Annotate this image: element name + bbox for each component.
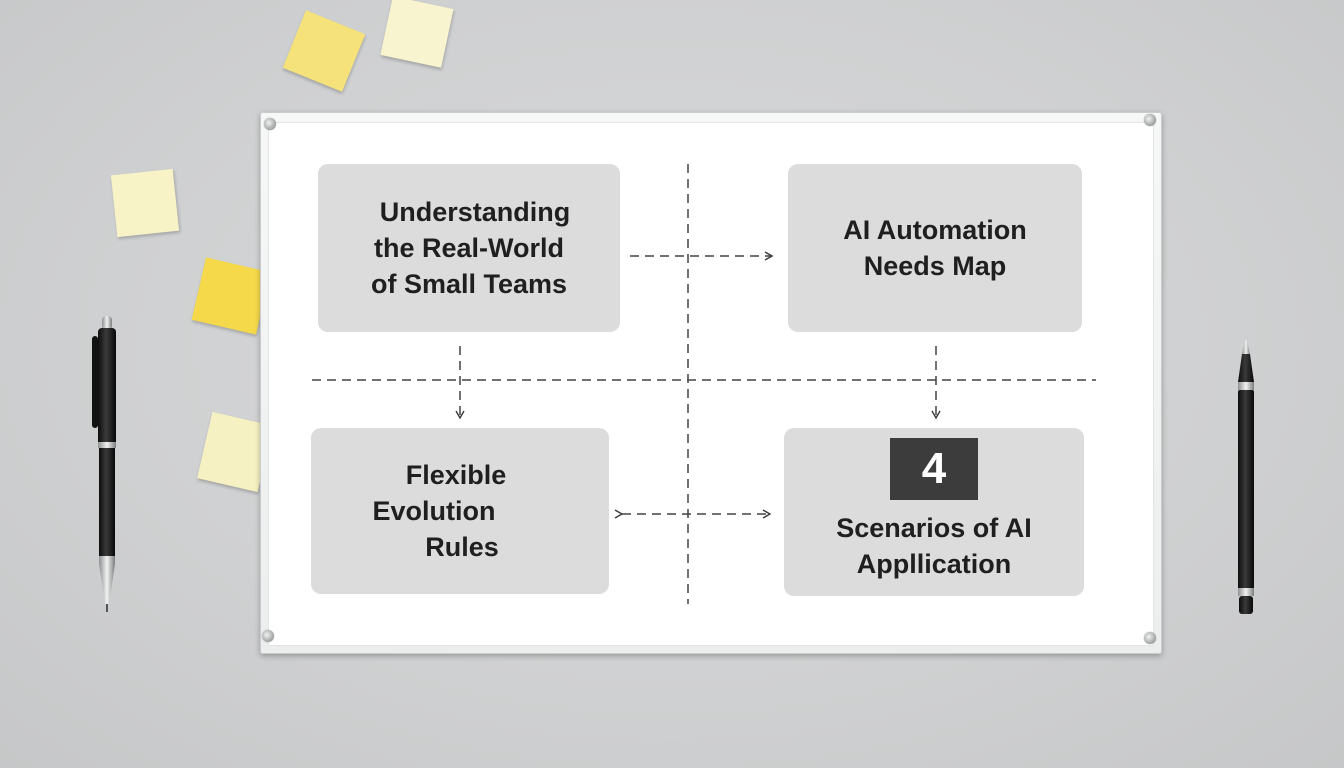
box-line: Rules (425, 532, 499, 562)
corner-screw-icon (1144, 114, 1156, 126)
box-line: Understanding (379, 197, 571, 227)
box-line: Scenarios of AI (836, 513, 1032, 543)
box-line: Flexible (405, 460, 507, 490)
box-scenarios-of-ai: 4 Scenarios of AI Appllication (784, 428, 1084, 596)
pen-right-icon (1238, 340, 1254, 614)
box-line: the Real-World (373, 233, 564, 263)
box-ai-automation-needs-map: AI Automation Needs Map (788, 164, 1082, 332)
number-badge: 4 (890, 438, 978, 500)
corner-screw-icon (1144, 632, 1156, 644)
box-line: AI Automation (843, 215, 1027, 245)
box-understanding-real-world: Understanding the Real-World of Small Te… (318, 164, 620, 332)
pen-left-icon (92, 316, 116, 612)
corner-screw-icon (264, 118, 276, 130)
box-line: Appllication (856, 549, 1012, 579)
box-line: Evolution (372, 496, 496, 526)
box-line: Needs Map (863, 251, 1007, 281)
corner-screw-icon (262, 630, 274, 642)
box-flexible-evolution-rules: Flexible Evolution Rules (311, 428, 609, 594)
box-line: of Small Teams (370, 269, 568, 299)
